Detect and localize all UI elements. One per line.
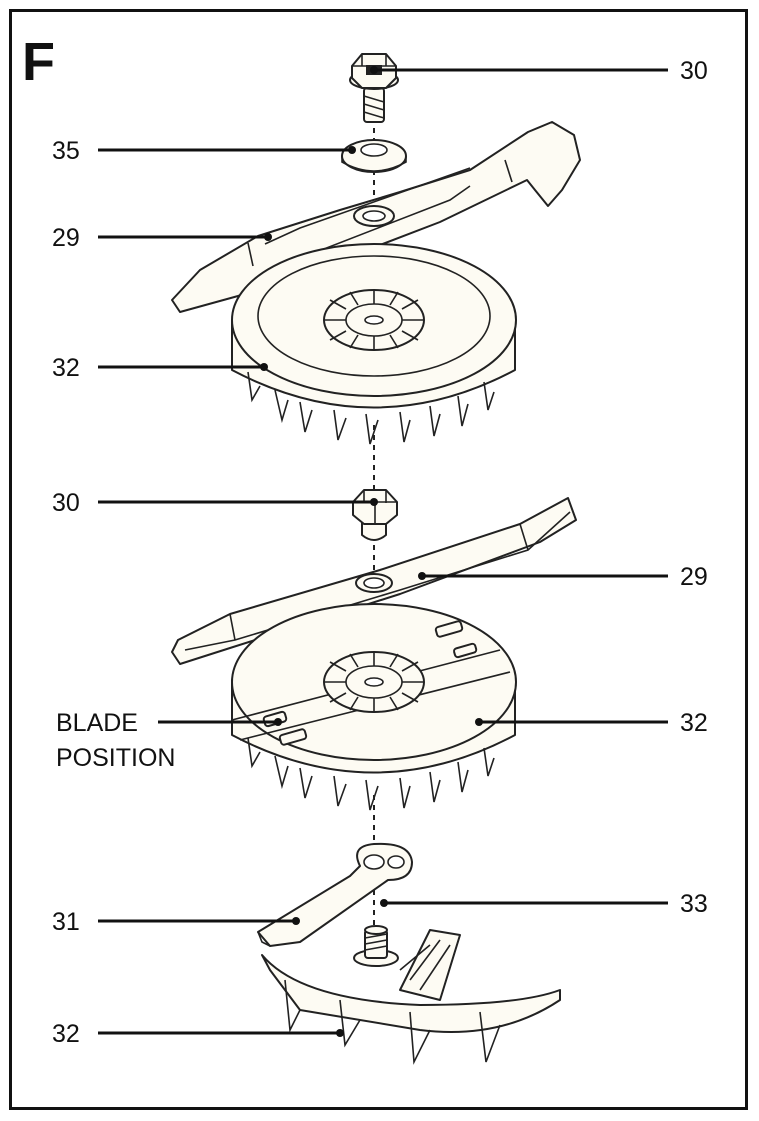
fan-disc-bottom xyxy=(261,929,561,1065)
threaded-shaft xyxy=(353,925,399,967)
fan-disc-top xyxy=(231,243,517,445)
nut-middle xyxy=(352,489,398,541)
figure-letter: F xyxy=(22,32,55,92)
callout-29-mid: 29 xyxy=(680,563,708,591)
washer xyxy=(341,139,407,173)
callout-31: 31 xyxy=(52,908,80,936)
diagram-frame xyxy=(9,9,748,1110)
callout-32-bot: 32 xyxy=(52,1020,80,1048)
callout-30-mid: 30 xyxy=(52,489,80,517)
leader-dots xyxy=(260,66,483,1037)
callout-35: 35 xyxy=(52,137,80,165)
bolt-top xyxy=(349,53,399,123)
callout-29-top: 29 xyxy=(52,224,80,252)
spacer-bracket xyxy=(257,842,413,947)
blade-position-label-line1: BLADE xyxy=(56,709,138,737)
fan-disc-middle xyxy=(231,603,517,811)
callout-33: 33 xyxy=(680,890,708,918)
blade-position-label-line2: POSITION xyxy=(56,744,175,772)
callout-30-top: 30 xyxy=(680,57,708,85)
blade-middle xyxy=(171,497,577,665)
callout-32-mid: 32 xyxy=(680,709,708,737)
callout-32-top: 32 xyxy=(52,354,80,382)
